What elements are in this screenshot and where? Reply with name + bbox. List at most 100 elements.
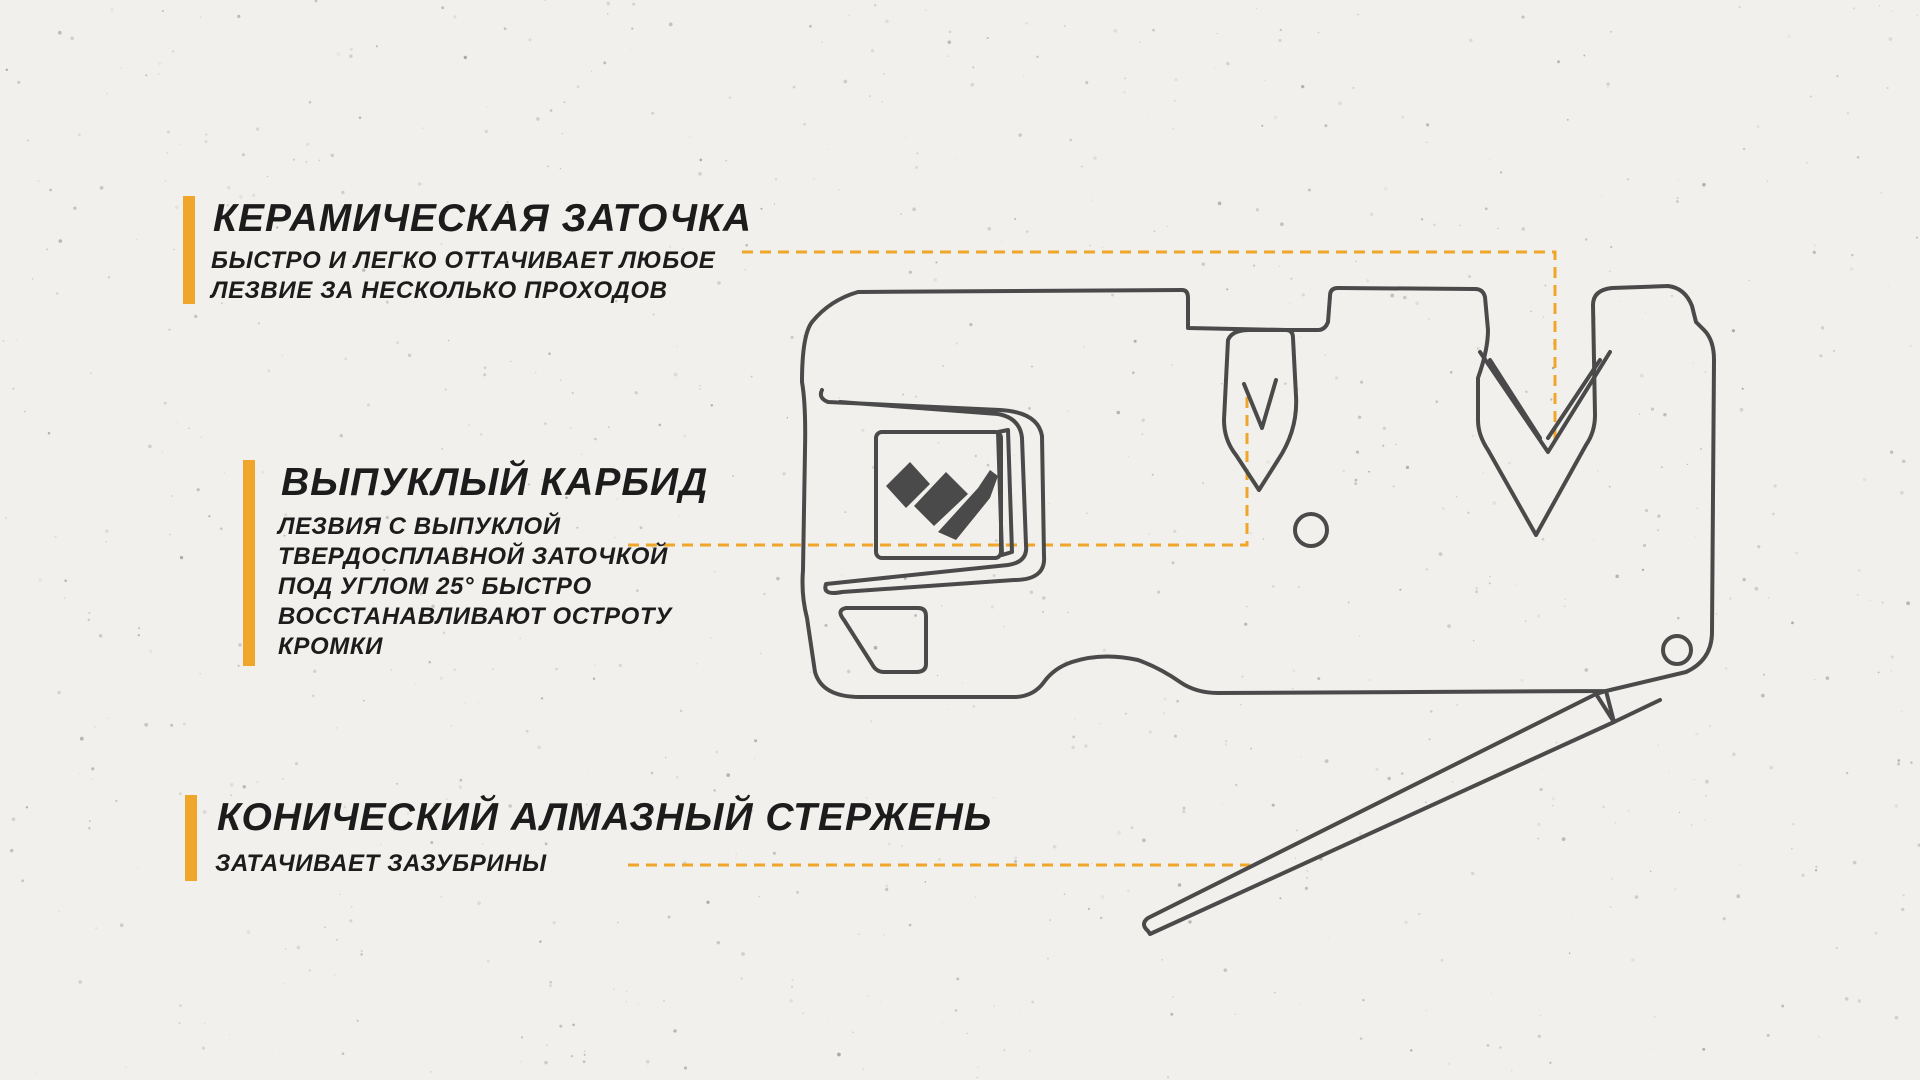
speckle (1124, 77, 1127, 80)
speckle (977, 1066, 979, 1068)
speckle (396, 782, 399, 785)
speckle (1814, 869, 1818, 872)
speckle (1174, 78, 1178, 82)
speckle (935, 261, 938, 264)
speckle (693, 256, 697, 259)
speckle (947, 40, 952, 44)
speckle (1852, 860, 1857, 865)
speckle (349, 47, 353, 51)
speckle (972, 66, 975, 69)
speckle (576, 526, 579, 529)
speckle (754, 739, 758, 743)
speckle (900, 213, 902, 216)
speckle (1202, 482, 1204, 484)
speckle (440, 243, 443, 246)
speckle (428, 660, 431, 664)
speckle (1606, 82, 1610, 86)
speckle (1161, 959, 1164, 961)
speckle (1801, 873, 1805, 877)
speckle (57, 690, 61, 695)
speckle (321, 523, 325, 526)
speckle (1489, 575, 1491, 578)
speckle (280, 809, 282, 812)
speckle (1018, 133, 1022, 137)
speckle (750, 375, 753, 378)
speckle (425, 282, 428, 286)
speckle (137, 634, 140, 637)
speckle (95, 927, 98, 930)
speckle (54, 535, 57, 538)
speckle (1836, 74, 1839, 78)
speckle (1851, 253, 1854, 257)
speckle (1660, 466, 1663, 469)
speckle (582, 1060, 586, 1064)
speckle (1317, 32, 1320, 34)
speckle (46, 248, 48, 251)
speckle (356, 1019, 359, 1023)
speckle (543, 0, 547, 2)
speckle (1091, 862, 1093, 865)
speckle (1514, 583, 1516, 585)
speckle (1297, 586, 1300, 588)
speckle (941, 1021, 944, 1023)
speckle (726, 773, 731, 777)
speckle (99, 186, 104, 190)
speckle (487, 960, 490, 963)
speckle (293, 560, 298, 565)
speckle (506, 200, 509, 204)
speckle (525, 729, 529, 733)
speckle (519, 1061, 522, 1063)
speckle (1274, 991, 1276, 994)
speckle (790, 985, 794, 988)
speckle (1425, 1009, 1428, 1012)
speckle (1084, 744, 1088, 748)
speckle (545, 1044, 549, 1047)
speckle (715, 750, 718, 754)
speckle (1122, 90, 1126, 94)
speckle (1524, 620, 1527, 622)
speckle (1101, 246, 1104, 249)
speckle (713, 789, 716, 792)
speckle (1355, 260, 1357, 263)
speckle (1173, 99, 1176, 102)
speckle (330, 153, 335, 158)
speckle (583, 1050, 586, 1053)
speckle (1279, 28, 1282, 32)
speckle (1111, 293, 1114, 297)
speckle (430, 1070, 432, 1073)
speckle (544, 842, 548, 846)
speckle (1117, 830, 1121, 835)
speckle (1324, 759, 1329, 763)
speckle (1130, 826, 1134, 830)
speckle (1894, 804, 1898, 808)
speckle (1074, 718, 1076, 721)
speckle (341, 190, 345, 195)
speckle (1166, 1076, 1170, 1079)
speckle (630, 49, 632, 51)
speckle (1066, 410, 1069, 413)
speckle (873, 4, 877, 7)
speckle (31, 277, 34, 280)
speckle (1342, 469, 1345, 473)
speckle (1475, 586, 1479, 590)
speckle (710, 637, 712, 639)
speckle (594, 437, 597, 441)
speckle (956, 977, 960, 981)
speckle (827, 1020, 829, 1022)
speckle (990, 605, 994, 609)
speckle (1357, 13, 1359, 16)
speckle (669, 245, 672, 248)
speckle (1614, 822, 1616, 824)
speckle (821, 41, 823, 43)
speckle (1703, 819, 1706, 821)
speckle (1849, 267, 1854, 271)
speckle (1264, 79, 1266, 81)
speckle (237, 14, 241, 19)
speckle (158, 73, 160, 75)
speckle (1542, 316, 1545, 318)
speckle (407, 353, 412, 358)
speckle (615, 300, 618, 303)
speckle (1521, 15, 1525, 19)
speckle (1877, 671, 1880, 674)
speckle (282, 778, 284, 780)
